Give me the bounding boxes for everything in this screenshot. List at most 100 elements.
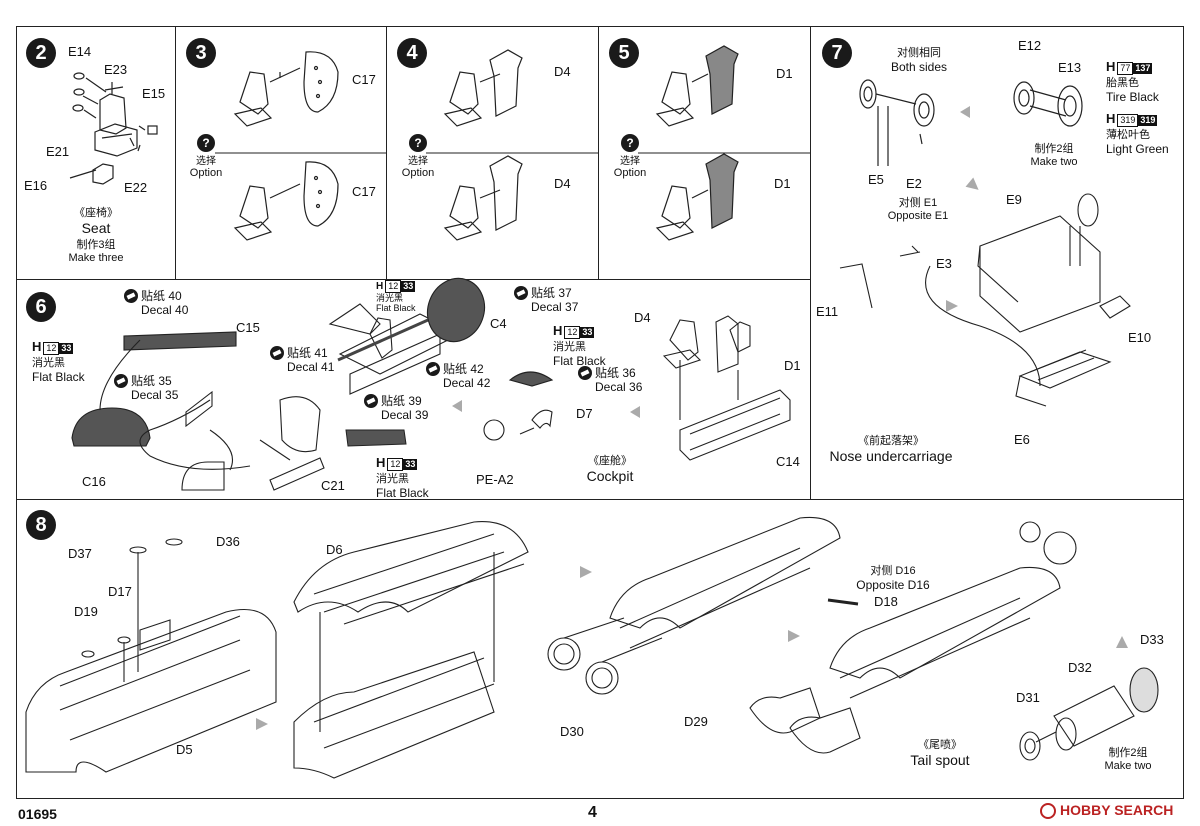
decal-icon xyxy=(114,374,128,388)
step-4-option-drawing xyxy=(443,155,523,241)
cockpit-floor-drawing xyxy=(662,315,791,461)
part-d5-label: D5 xyxy=(176,742,193,757)
part-d1-label: D1 xyxy=(776,66,793,81)
assembly-arrow xyxy=(965,177,979,190)
step-3-divider xyxy=(215,152,387,154)
decal-42-zh: 贴纸 42 xyxy=(443,362,484,376)
seat-make-en: Make three xyxy=(68,252,124,264)
paint-h: H xyxy=(32,339,42,354)
part-d19-label: D19 xyxy=(74,604,98,619)
option-en: Option xyxy=(613,167,647,179)
decal-37-zh: 贴纸 37 xyxy=(531,286,572,300)
part-e11-label: E11 xyxy=(816,304,839,319)
decal-39-zh: 贴纸 39 xyxy=(381,394,422,408)
paint-zh: 消光黑 xyxy=(553,341,586,353)
fuselage-with-tail-spouts-drawing xyxy=(749,521,1077,754)
part-e22-label: E22 xyxy=(124,180,148,195)
paint-h: H xyxy=(1106,111,1116,126)
part-d4-option-label: D4 xyxy=(554,176,571,191)
product-code: 01695 xyxy=(18,806,57,822)
decal-39-en: Decal 39 xyxy=(381,408,429,422)
part-d4-label: D4 xyxy=(554,64,571,79)
paint-zh: 消光黑 xyxy=(376,293,404,303)
decal-35-en: Decal 35 xyxy=(131,388,179,402)
step-8-panel xyxy=(16,499,1184,799)
watermark-logo-icon xyxy=(1040,803,1056,820)
part-e6-label: E6 xyxy=(1014,432,1030,447)
seat-drawing xyxy=(69,72,158,185)
assembly-arrow xyxy=(788,630,800,642)
paint-zh: 薄松叶色 xyxy=(1106,129,1150,141)
wheel-make-zh: 制作2组 xyxy=(1034,143,1074,155)
part-d1-option-label: D1 xyxy=(774,176,791,191)
part-e10-label: E10 xyxy=(1128,330,1152,345)
nozzle-assembly-drawing xyxy=(1019,667,1159,761)
both-sides-en: Both sides xyxy=(890,60,948,74)
part-e13-label: E13 xyxy=(1058,60,1082,75)
decal-icon xyxy=(364,394,378,408)
step-5-number: 5 xyxy=(609,38,639,68)
part-e15-label: E15 xyxy=(142,86,166,101)
opposite-d16-en: Opposite D16 xyxy=(856,578,930,592)
paint-code-box: 12 xyxy=(564,326,581,339)
decal-41-en: Decal 41 xyxy=(287,360,335,374)
part-e9-label: E9 xyxy=(1006,192,1022,207)
step-5-divider xyxy=(638,152,811,154)
tail-spout-caption: 《尾喷》 Tail spout xyxy=(900,736,980,768)
step-8-number: 8 xyxy=(26,510,56,540)
part-d36-label: D36 xyxy=(216,534,240,549)
part-d29-label: D29 xyxy=(684,714,708,729)
seat-caption-en: Seat xyxy=(81,220,111,236)
part-d33-label: D33 xyxy=(1140,632,1164,647)
paint-code-box: 319 xyxy=(1117,114,1139,127)
paint-en: Flat Black xyxy=(32,370,85,384)
option-icon: ? xyxy=(197,134,215,152)
decal-36-en: Decal 36 xyxy=(595,380,643,394)
decal-42-en: Decal 42 xyxy=(443,376,491,390)
paint-en: Flat Black xyxy=(376,303,416,313)
paint-h: H xyxy=(553,323,563,338)
cockpit-side-panels-drawing xyxy=(71,331,325,491)
paint-en: Flat Black xyxy=(553,354,606,368)
part-d31-label: D31 xyxy=(1016,690,1040,705)
part-c21-label: C21 xyxy=(321,478,345,493)
paint-code-dark: 33 xyxy=(580,327,595,338)
step-6-number: 6 xyxy=(26,292,56,322)
paint-code-dark: 33 xyxy=(403,459,418,470)
part-e12-label: E12 xyxy=(1018,38,1042,53)
fuselage-with-nozzles-drawing xyxy=(547,516,841,695)
option-en: Option xyxy=(401,167,435,179)
step-4-number: 4 xyxy=(397,38,427,68)
part-d6-label: D6 xyxy=(326,542,343,557)
upper-lower-fuselage-drawing xyxy=(293,521,529,779)
paint-zh: 胎黑色 xyxy=(1106,77,1139,89)
seat-caption: 《座椅》 Seat 制作3组 Make three xyxy=(36,204,156,264)
wheel-make-en: Make two xyxy=(1030,156,1078,168)
decal-37-en: Decal 37 xyxy=(531,300,579,314)
step-4-drawing xyxy=(443,49,523,127)
lower-fuselage-drawing xyxy=(25,538,277,773)
part-c4-label: C4 xyxy=(490,316,507,331)
option-zh: 选择 xyxy=(408,156,428,167)
decal-40-en: Decal 40 xyxy=(141,303,189,317)
opposite-d16-note: 对侧 D16 Opposite D16 xyxy=(848,562,938,592)
d18-part-drawing xyxy=(827,598,859,606)
nozzle-make-en: Make two xyxy=(1104,760,1152,772)
nozzle-make-zh: 制作2组 xyxy=(1108,747,1148,759)
assembly-arrow xyxy=(946,300,958,312)
decal-41-zh: 贴纸 41 xyxy=(287,346,328,360)
watermark-text: HOBBY SEARCH xyxy=(1060,802,1174,818)
paint-code-dark: 319 xyxy=(1138,115,1158,126)
assembly-arrow xyxy=(630,406,640,418)
step-4-option: ? 选择 Option xyxy=(388,134,448,179)
part-c16-label: C16 xyxy=(82,474,106,489)
